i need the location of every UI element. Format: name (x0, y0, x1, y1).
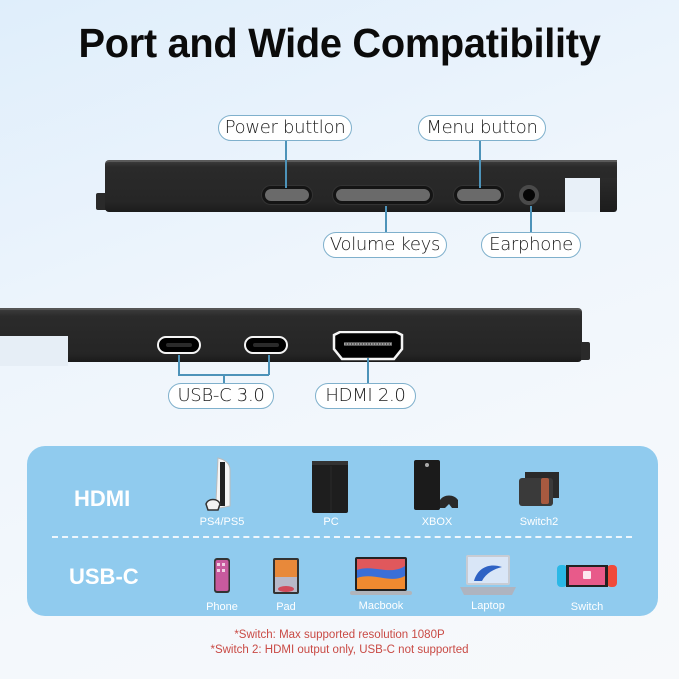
power-button-shape (262, 186, 312, 204)
device-label: Pad (276, 601, 296, 613)
device-label: XBOX (421, 516, 453, 528)
device-laptop: Laptop (460, 553, 516, 615)
page-title: Port and Wide Compatibility (78, 20, 601, 66)
volume-keys-shape (333, 186, 433, 204)
device-pad: Pad (272, 557, 300, 617)
edge-nub (96, 193, 106, 210)
device-macbook: Macbook (350, 556, 412, 616)
footnote-switch2: *Switch 2: HDMI output only, USB-C not s… (210, 644, 469, 656)
usbc-callout-line-1 (178, 355, 180, 375)
earphone-callout-line (530, 206, 532, 232)
pc-tower-icon (312, 461, 348, 513)
phone-icon (214, 558, 230, 593)
hdmi-callout-line (367, 358, 369, 384)
hdmi-row-label: HDMI (74, 486, 131, 511)
menu-button-callout: Menu button (418, 115, 546, 141)
laptop-icon (460, 555, 516, 595)
device-label: PC (323, 516, 339, 528)
usbc-callout-stem (223, 374, 225, 384)
xbox-icon (414, 460, 458, 510)
ps5-icon (205, 457, 231, 511)
tablet-icon (273, 558, 299, 594)
earphone-callout: Earphone (481, 232, 581, 258)
device-phone: Phone (206, 557, 238, 617)
device-label: Macbook (358, 600, 404, 612)
power-button-callout: Power buttlon (218, 115, 352, 141)
hdmi-port (332, 331, 404, 361)
hdmi-callout: HDMI 2.0 (315, 383, 416, 409)
switch2-dock-icon (519, 472, 559, 506)
laptop-macbook-icon (350, 557, 412, 595)
earphone-jack-shape (519, 185, 539, 205)
device-switch2: Switch2 (517, 470, 561, 528)
usbc-port-2 (244, 336, 288, 354)
device-ps5: PS4/PS5 (200, 456, 244, 528)
usbc-port-1 (157, 336, 201, 354)
device-label: Switch2 (519, 516, 559, 528)
device-label: Phone (206, 601, 238, 613)
device-switch: Switch (557, 563, 617, 617)
row-divider (52, 536, 632, 538)
menu-button-shape (454, 186, 504, 204)
edge-body (0, 308, 582, 362)
edge-nub (581, 342, 590, 360)
menu-callout-line (479, 140, 481, 188)
device-label: Laptop (471, 600, 505, 612)
power-callout-line (285, 140, 287, 188)
switch-icon (557, 565, 617, 587)
volume-callout-line (385, 206, 387, 232)
footnote-switch: *Switch: Max supported resolution 1080P (234, 629, 445, 641)
device-label: PS4/PS5 (199, 516, 245, 528)
usbc-row-label: USB-C (69, 564, 139, 589)
usbc-callout: USB-C 3.0 (168, 383, 274, 409)
device-label: Switch (570, 601, 604, 613)
edge-step (600, 178, 617, 212)
volume-keys-callout: Volume keys (323, 232, 447, 258)
edge-cutout (0, 336, 68, 366)
usbc-callout-line-2 (268, 355, 270, 375)
device-xbox: XBOX (412, 458, 462, 528)
device-pc: PC (309, 458, 353, 528)
